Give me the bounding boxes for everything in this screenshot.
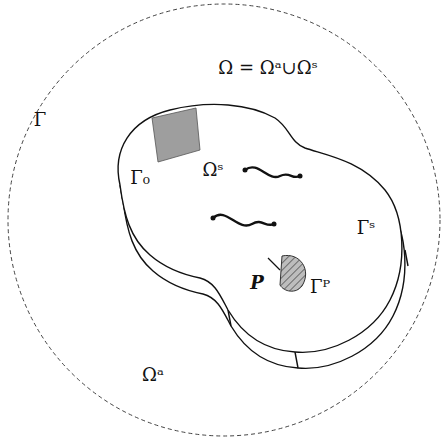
force-label: P bbox=[250, 273, 264, 293]
clamped-region bbox=[152, 108, 200, 162]
f-hole bbox=[245, 167, 300, 177]
boundary-label: Γˢ bbox=[357, 218, 376, 238]
boundary-label: Γ₀ bbox=[130, 168, 150, 188]
domain-label: Ω = Ωᵃ∪Ωˢ bbox=[218, 58, 317, 78]
boundary-label: Γ bbox=[34, 110, 47, 130]
domain-label: Ωᵃ bbox=[142, 365, 164, 385]
outer-boundary bbox=[8, 4, 440, 436]
boundary-label: Γᴾ bbox=[310, 277, 330, 297]
domain-label: Ωˢ bbox=[203, 160, 224, 180]
excitation-patch bbox=[280, 255, 306, 291]
f-hole bbox=[213, 215, 274, 226]
violin-top-plate bbox=[118, 104, 402, 352]
